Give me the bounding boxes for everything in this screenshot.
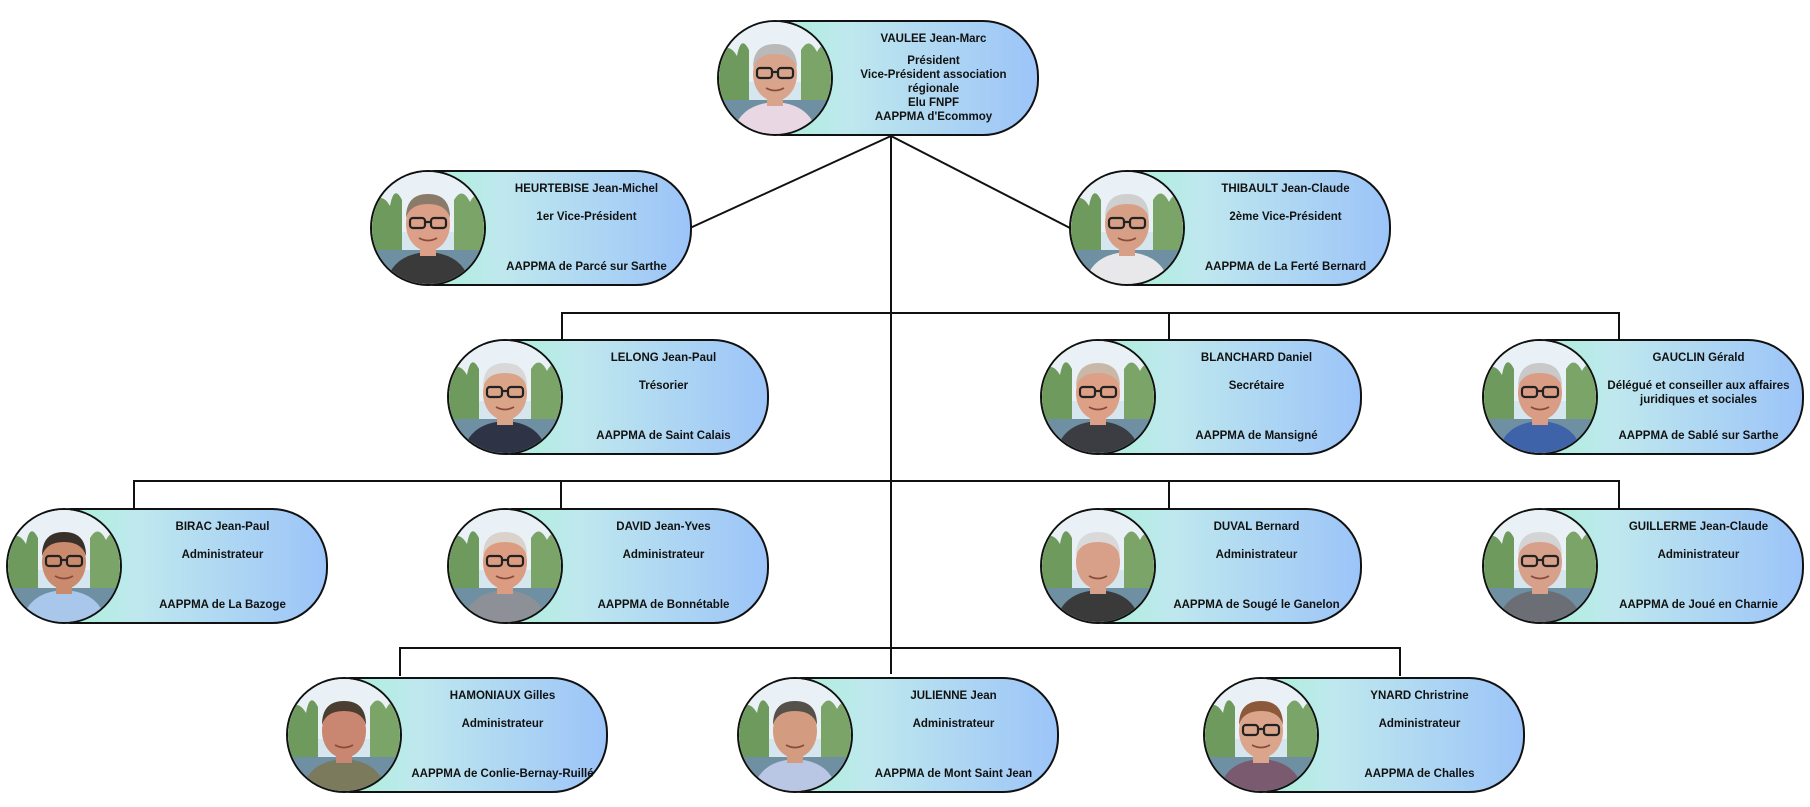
member-photo — [447, 508, 563, 624]
member-card-ynard: YNARD Christrine Administrateur AAPPMA d… — [1203, 677, 1525, 793]
member-aappma: AAPPMA de Mansigné — [1195, 430, 1318, 442]
member-name: BIRAC Jean-Paul — [175, 521, 270, 533]
member-aappma: AAPPMA de Sougé le Ganelon — [1173, 599, 1340, 611]
member-role: Administrateur — [181, 549, 264, 561]
portrait-illustration — [449, 341, 561, 453]
member-role: Administrateur — [461, 718, 544, 730]
member-aappma: AAPPMA de Conlie-Bernay-Ruillé — [411, 768, 594, 780]
portrait-illustration — [1484, 341, 1596, 453]
member-photo — [286, 677, 402, 793]
member-name: DUVAL Bernard — [1213, 521, 1300, 533]
member-name: JULIENNE Jean — [910, 690, 997, 702]
member-role: Administrateur — [912, 718, 995, 730]
member-card-gauclin: GAUCLIN Gérald Délégué et conseiller aux… — [1482, 339, 1804, 455]
member-card-birac: BIRAC Jean-Paul Administrateur AAPPMA de… — [6, 508, 328, 624]
member-photo — [370, 170, 486, 286]
member-aappma: AAPPMA de Mont Saint Jean — [874, 768, 1033, 780]
member-aappma: AAPPMA de Joué en Charnie — [1619, 599, 1778, 611]
portrait-illustration — [449, 510, 561, 622]
member-aappma: AAPPMA de Sablé sur Sarthe — [1618, 430, 1779, 442]
member-photo — [1040, 508, 1156, 624]
member-photo — [447, 339, 563, 455]
member-photo — [1482, 339, 1598, 455]
member-aappma: AAPPMA de Bonnétable — [597, 599, 730, 611]
member-card-thibault: THIBAULT Jean-Claude 2ème Vice-Président… — [1069, 170, 1391, 286]
member-card-duval: DUVAL Bernard Administrateur AAPPMA de S… — [1040, 508, 1362, 624]
member-name: VAULEE Jean-Marc — [880, 33, 987, 45]
member-aappma: AAPPMA de Saint Calais — [596, 430, 731, 442]
portrait-illustration — [739, 679, 851, 791]
member-role: 2ème Vice-Président — [1229, 211, 1342, 223]
member-name: LELONG Jean-Paul — [610, 352, 717, 364]
member-name: GUILLERME Jean-Claude — [1628, 521, 1769, 533]
member-photo — [1040, 339, 1156, 455]
member-role: Délégué et conseiller aux affaires jurid… — [1607, 380, 1790, 406]
member-aappma: AAPPMA de La Bazoge — [159, 599, 286, 611]
member-photo — [6, 508, 122, 624]
portrait-illustration — [1042, 341, 1154, 453]
member-card-hamoniaux: HAMONIAUX Gilles Administrateur AAPPMA d… — [286, 677, 608, 793]
portrait-illustration — [372, 172, 484, 284]
member-role: Administrateur — [1215, 549, 1298, 561]
portrait-illustration — [1042, 510, 1154, 622]
portrait-illustration — [8, 510, 120, 622]
member-role: Administrateur — [1378, 718, 1461, 730]
member-name: YNARD Christrine — [1370, 690, 1469, 702]
member-role: Secrétaire — [1228, 380, 1285, 392]
member-name: BLANCHARD Daniel — [1200, 352, 1313, 364]
member-aappma: AAPPMA d'Ecommoy — [874, 111, 993, 123]
portrait-illustration — [288, 679, 400, 791]
portrait-illustration — [1484, 510, 1596, 622]
member-aappma: AAPPMA de La Ferté Bernard — [1204, 261, 1367, 273]
member-card-blanchard: BLANCHARD Daniel Secrétaire AAPPMA de Ma… — [1040, 339, 1362, 455]
member-photo — [1482, 508, 1598, 624]
member-role: 1er Vice-Président — [536, 211, 637, 223]
member-card-heurtebise: HEURTEBISE Jean-Michel 1er Vice-Présiden… — [370, 170, 692, 286]
member-name: GAUCLIN Gérald — [1652, 352, 1745, 364]
member-photo — [717, 20, 833, 136]
portrait-illustration — [1071, 172, 1183, 284]
portrait-illustration — [1205, 679, 1317, 791]
member-role: Président Vice-Président association rég… — [860, 55, 1007, 109]
member-card-guillerme: GUILLERME Jean-Claude Administrateur AAP… — [1482, 508, 1804, 624]
member-photo — [737, 677, 853, 793]
member-role: Administrateur — [1657, 549, 1740, 561]
member-card-vaulee: VAULEE Jean-Marc Président Vice-Présiden… — [717, 20, 1039, 136]
member-name: THIBAULT Jean-Claude — [1221, 183, 1350, 195]
member-photo — [1203, 677, 1319, 793]
portrait-illustration — [719, 22, 831, 134]
member-name: HAMONIAUX Gilles — [449, 690, 556, 702]
member-card-julienne: JULIENNE Jean Administrateur AAPPMA de M… — [737, 677, 1059, 793]
member-card-david: DAVID Jean-Yves Administrateur AAPPMA de… — [447, 508, 769, 624]
member-card-lelong: LELONG Jean-Paul Trésorier AAPPMA de Sai… — [447, 339, 769, 455]
member-name: HEURTEBISE Jean-Michel — [514, 183, 659, 195]
member-role: Trésorier — [638, 380, 689, 392]
member-name: DAVID Jean-Yves — [616, 521, 711, 533]
member-aappma: AAPPMA de Challes — [1364, 768, 1475, 780]
member-photo — [1069, 170, 1185, 286]
member-aappma: AAPPMA de Parcé sur Sarthe — [506, 261, 667, 273]
member-role: Administrateur — [622, 549, 705, 561]
